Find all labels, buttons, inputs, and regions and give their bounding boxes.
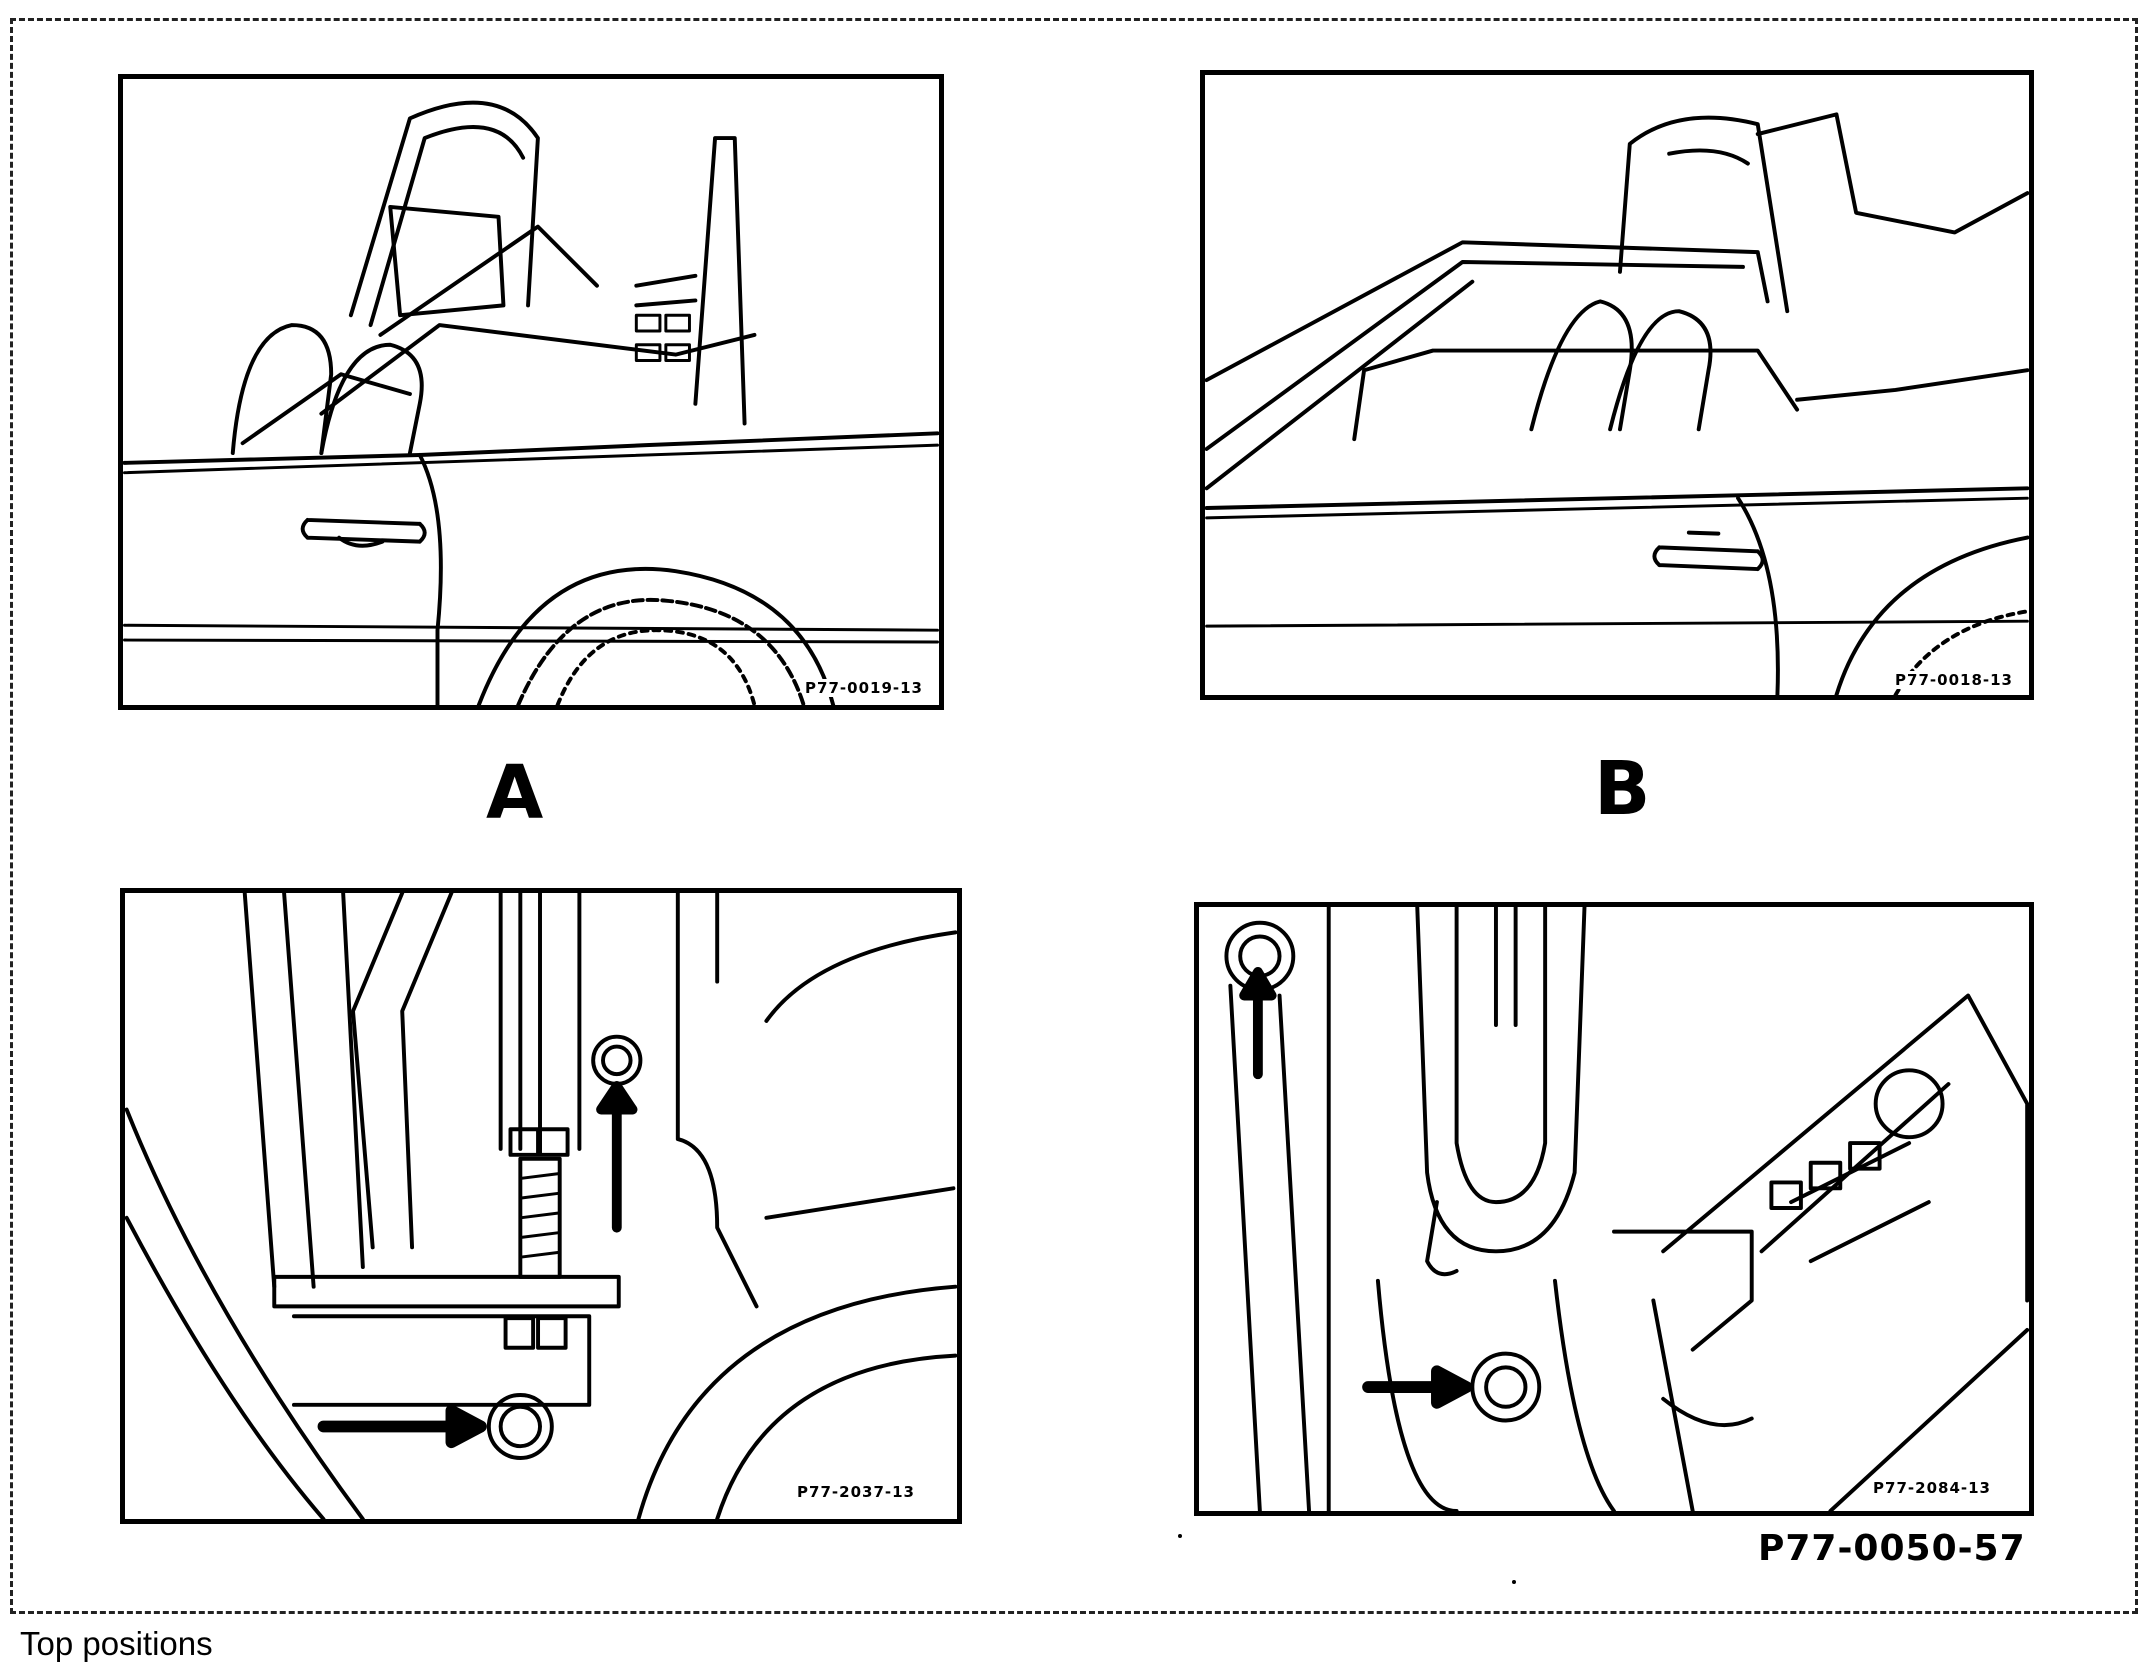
panel-a-letter: A [486, 750, 544, 836]
figure-frame [10, 18, 2138, 1614]
panel-c-illustration: P77-2037-13 [120, 888, 962, 1524]
panel-a-code: P77-0019-13 [803, 679, 925, 697]
panel-b-letter: B [1594, 746, 1651, 832]
scan-speck [1178, 1534, 1182, 1538]
panel-c-code: P77-2037-13 [795, 1483, 917, 1501]
figure-code: P77-0050-57 [1758, 1528, 2026, 1569]
panel-a-illustration: P77-0019-13 [118, 74, 944, 710]
panel-b-illustration: P77-0018-13 [1200, 70, 2034, 700]
figure-caption: Top positions [20, 1625, 213, 1662]
panel-b-code: P77-0018-13 [1893, 671, 2015, 689]
scan-speck [1512, 1580, 1516, 1584]
panel-d-illustration: P77-2084-13 [1194, 902, 2034, 1516]
panel-d-code: P77-2084-13 [1871, 1479, 1993, 1497]
